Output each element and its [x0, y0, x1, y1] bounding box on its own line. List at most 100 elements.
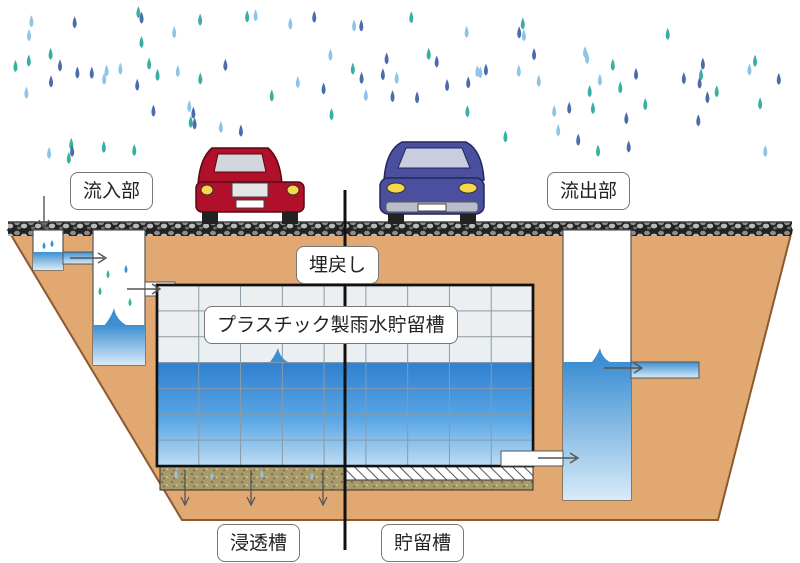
raindrop-icon [48, 47, 53, 60]
raindrop-icon [363, 89, 368, 102]
raindrop-icon [587, 85, 592, 98]
raindrop-icon [390, 90, 395, 103]
raindrop-icon [445, 79, 450, 92]
raindrop-icon [466, 76, 471, 89]
raindrop-icon [776, 72, 781, 85]
raindrop-icon [596, 144, 601, 157]
raindrop-icon [223, 58, 228, 71]
raindrop-icon [517, 26, 522, 39]
raindrop-icon [380, 68, 385, 81]
raindrop-icon [188, 115, 193, 128]
splash-marks [104, 308, 610, 362]
raindrop-icon [483, 63, 488, 76]
raindrop-icon [102, 72, 107, 85]
outflow-label: 流出部 [547, 172, 631, 210]
raindrop-icon [191, 106, 196, 119]
raindrop-icon [253, 9, 258, 22]
raindrop-icon [139, 36, 144, 49]
raindrop-icon [503, 130, 508, 143]
raindrop-icon [198, 13, 203, 26]
raindrop-icon [70, 144, 75, 157]
raindrop-icon [329, 108, 334, 121]
raindrop-icon [552, 105, 557, 118]
raindrop-icon [597, 73, 602, 86]
raindrop-icon [218, 120, 223, 133]
inflow-drops [42, 240, 314, 480]
raindrop-icon [714, 85, 719, 98]
raindrop-icon [350, 62, 355, 75]
infiltration-arrows [180, 470, 328, 507]
backfill-label: 埋戻し [296, 246, 380, 284]
raindrop-icon [585, 51, 590, 64]
raindrop-icon [700, 57, 705, 70]
raindrop-icon [288, 17, 293, 30]
raindrop-icon [536, 74, 541, 87]
raindrop-icon [681, 72, 686, 85]
raindrop-icon [187, 100, 192, 113]
raindrop-icon [426, 47, 431, 60]
raindrop-icon [610, 58, 615, 71]
raindrop-icon [132, 144, 137, 157]
raindrop-icon [245, 10, 250, 23]
raindrop-icon [384, 52, 389, 65]
raindrop-icon [49, 75, 54, 88]
raindrop-icon [269, 89, 274, 102]
raindrop-icon [521, 29, 526, 42]
raindrop-icon [705, 91, 710, 104]
raindrop-icon [753, 54, 758, 67]
raindrop-icon [139, 11, 144, 24]
raindrop-icon [576, 133, 581, 146]
raindrop-icon [394, 71, 399, 84]
raindrop-icon [696, 114, 701, 127]
flow-arrow-icon [38, 196, 644, 464]
raindrop-icon [409, 11, 414, 24]
raindrop-icon [643, 98, 648, 111]
raindrop-icon [147, 57, 152, 70]
red-car-icon [195, 147, 305, 224]
raindrop-icon [57, 59, 62, 72]
raindrop-icon [72, 16, 77, 29]
raindrop-icon [27, 29, 32, 42]
raindrop-icon [136, 6, 141, 19]
raindrop-icon [699, 68, 704, 81]
raindrop-icon [328, 48, 333, 61]
raindrop-icon [758, 97, 763, 110]
rain-drops [13, 6, 781, 164]
raindrop-icon [172, 26, 177, 39]
raindrop-icon [464, 25, 469, 38]
raindrop-icon [26, 54, 31, 67]
raindrop-icon [516, 64, 521, 77]
raindrop-icon [104, 64, 109, 77]
raindrop-icon [192, 117, 197, 130]
storage-tank-label: 貯留槽 [381, 524, 465, 562]
raindrop-icon [434, 55, 439, 68]
raindrop-icon [352, 19, 357, 32]
raindrop-icon [520, 17, 525, 30]
tank-label: プラスチック製雨水貯留槽 [204, 306, 458, 344]
raindrop-icon [75, 66, 80, 79]
raindrop-icon [624, 112, 629, 125]
raindrop-icon [66, 151, 71, 164]
raindrop-icon [478, 66, 483, 79]
raindrop-icon [198, 72, 203, 85]
raindrop-icon [747, 63, 752, 76]
raindrop-icon [567, 101, 572, 114]
raindrop-icon [626, 140, 631, 153]
inflow-label: 流入部 [70, 172, 154, 210]
raindrop-icon [475, 65, 480, 78]
raindrop-icon [312, 10, 317, 23]
raindrop-icon [13, 59, 18, 72]
raindrop-icon [101, 140, 106, 153]
raindrop-icon [359, 19, 364, 32]
raindrop-icon [118, 62, 123, 75]
infiltration-tank-label: 浸透槽 [217, 524, 301, 562]
raindrop-icon [763, 145, 768, 158]
raindrop-icon [665, 27, 670, 40]
raindrop-icon [24, 86, 29, 99]
raindrop-icon [135, 78, 140, 91]
raindrop-icon [89, 66, 94, 79]
raindrop-icon [175, 65, 180, 78]
tank-bedding [159, 465, 534, 491]
